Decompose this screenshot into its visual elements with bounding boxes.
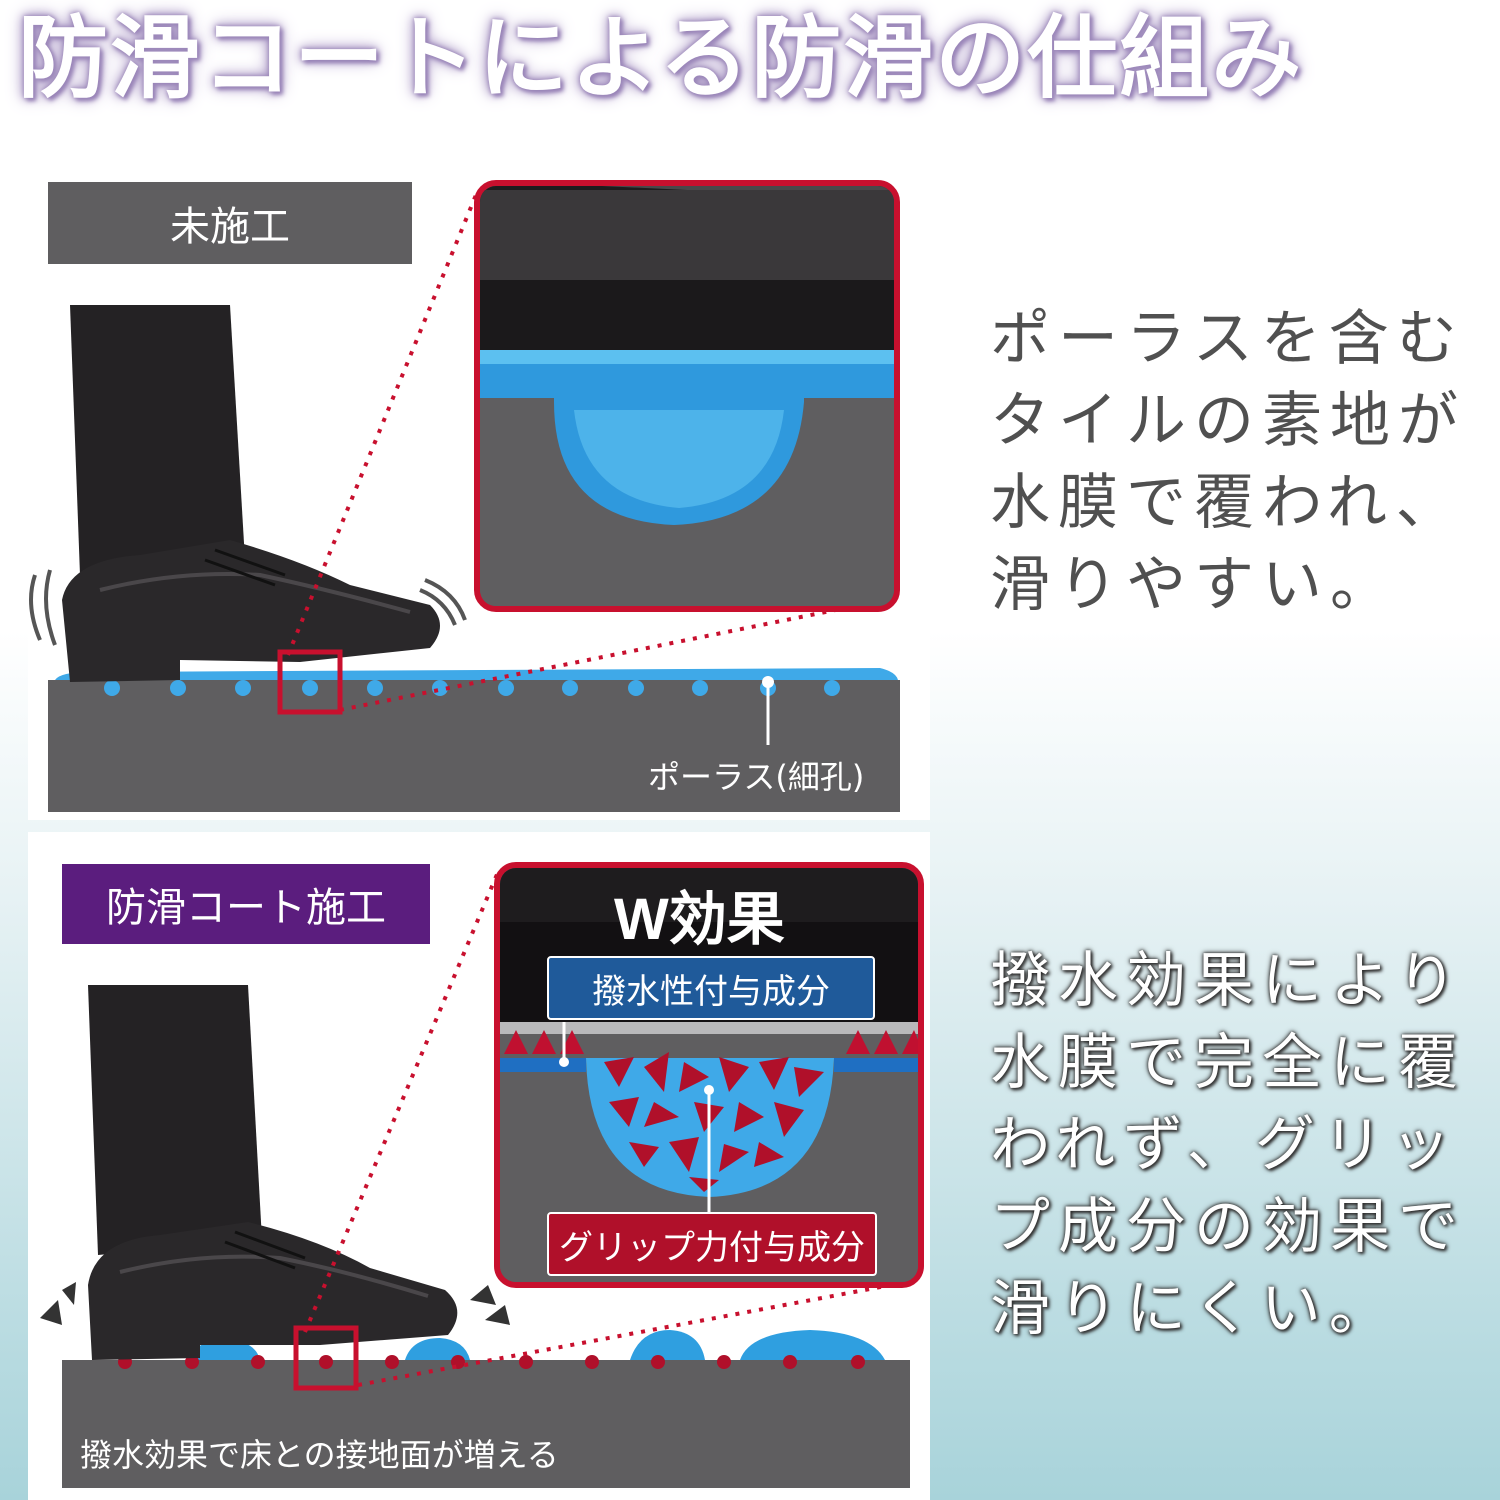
trouser-leg: [88, 985, 262, 1255]
treated-illustration: [40, 871, 919, 1391]
callout-lines: [286, 189, 896, 712]
trouser-leg: [70, 305, 245, 575]
callout-box: [293, 1325, 359, 1391]
treated-description-line: 滑りにくい。: [990, 1274, 1397, 1344]
slip-motion-marks: [29, 569, 467, 646]
treated-description-line: 水膜で完全に覆: [990, 1028, 1466, 1098]
water-repellent-badge: 撥水性付与成分: [547, 956, 875, 1020]
treated-description-line: プ成分の効果で: [990, 1192, 1466, 1262]
callout-box: [277, 649, 343, 715]
untreated-zoom-view: [474, 180, 900, 612]
untreated-illustration: [29, 189, 898, 745]
untreated-description-line: ポーラスを含む: [990, 304, 1465, 374]
treated-description-line: 撥水効果により: [990, 946, 1465, 1016]
treated-floor: [62, 1360, 910, 1488]
grip-component-label: グリップ力付与成分: [559, 1227, 865, 1268]
stability-marks: [40, 1282, 510, 1325]
shoe: [88, 1222, 458, 1360]
untreated-zoom-illustration: [480, 186, 894, 606]
page-title: 防滑コートによる防滑の仕組み: [18, 6, 1304, 111]
shoe-highlight: [119, 1254, 429, 1298]
treated-tag: 防滑コート施工: [62, 864, 430, 944]
grip-component-badge: グリップ力付与成分: [547, 1212, 877, 1276]
water-droplets: [190, 1330, 885, 1360]
treated-description-line: われず、グリッ: [990, 1110, 1459, 1180]
floor-caption: 撥水効果で床との接地面が増える: [80, 1436, 559, 1474]
untreated-description-line: タイルの素地が: [990, 386, 1466, 456]
untreated-tag: 未施工: [48, 182, 412, 264]
untreated-description-line: 滑りやすい。: [990, 550, 1398, 620]
treated-description: 撥水効果により 水膜で完全に覆 われず、グリッ プ成分の効果で 滑りにくい。: [990, 940, 1466, 1350]
pore-label: ポーラス(細孔): [648, 758, 865, 796]
shoe: [62, 540, 440, 682]
shoe-laces: [224, 1230, 306, 1270]
water-film: [55, 668, 898, 680]
treated-tag-label: 防滑コート施工: [106, 885, 386, 931]
water-repellent-label: 撥水性付与成分: [592, 971, 830, 1012]
shoe-highlight: [99, 572, 411, 614]
untreated-description: ポーラスを含む タイルの素地が 水膜で覆われ、 滑りやすい。: [990, 298, 1466, 626]
untreated-description-line: 水膜で覆われ、: [990, 468, 1464, 538]
shoe-laces: [204, 548, 286, 587]
untreated-floor: [48, 680, 900, 812]
untreated-tag-label: 未施工: [170, 204, 290, 250]
w-effect-title: W効果: [614, 887, 785, 952]
